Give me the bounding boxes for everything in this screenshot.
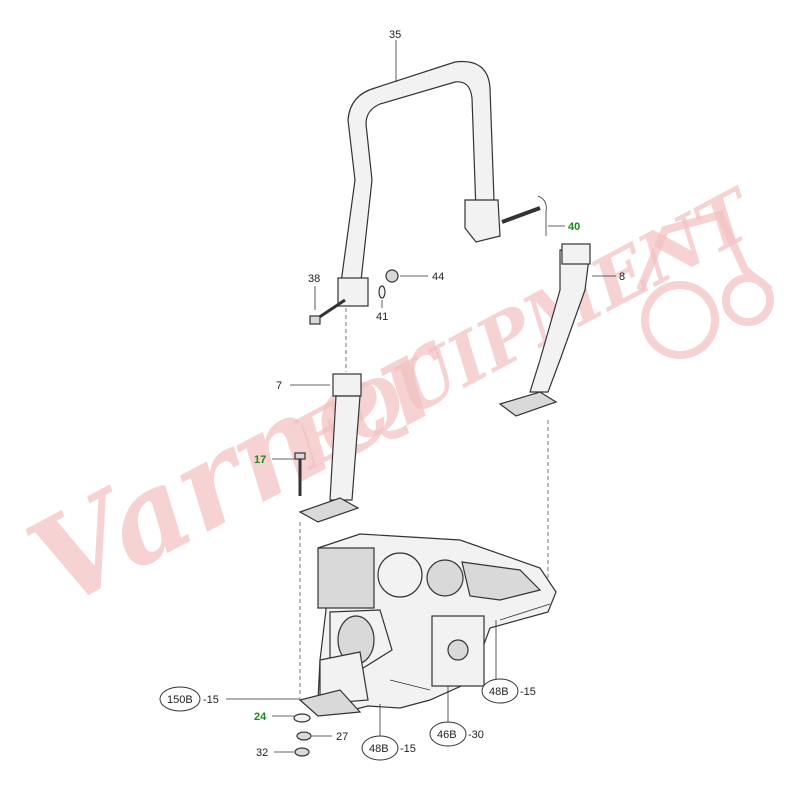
nut-44 <box>385 269 399 283</box>
nut-32 <box>294 747 310 757</box>
bolt-38 <box>309 298 346 325</box>
callout-40: 40 <box>568 221 580 233</box>
tractor-icon <box>636 210 774 359</box>
callout-38: 38 <box>308 273 320 285</box>
right-post <box>498 243 591 417</box>
hoop-left-foot <box>337 277 369 307</box>
washer-41 <box>378 285 386 299</box>
housing-flange <box>317 547 375 609</box>
ref-150b-suffix: -15 <box>203 694 219 706</box>
callout-35: 35 <box>389 29 401 41</box>
callout-17: 17 <box>254 454 266 466</box>
ref-48b-right-circle: 48B <box>489 686 509 698</box>
callout-7: 7 <box>276 380 282 392</box>
ref-48b-15-bottom: 48B -15 <box>361 704 416 761</box>
ref-46b-30: 46B -30 <box>429 686 484 747</box>
callout-44: 44 <box>432 271 444 283</box>
hoop-right-foot <box>464 199 501 243</box>
callout-8: 8 <box>619 271 625 283</box>
ref-150b-15: 150B -15 <box>159 686 300 712</box>
transmission-housing <box>298 533 557 717</box>
ref-46b-circle: 46B <box>437 729 457 741</box>
left-post <box>298 373 362 523</box>
ref-48b-15-right: 48B -15 <box>481 620 536 704</box>
callout-24: 24 <box>254 711 267 723</box>
ref-48b-bottom-suffix: -15 <box>400 743 416 755</box>
ref-46b-suffix: -30 <box>468 729 484 741</box>
callout-27: 27 <box>336 731 348 743</box>
ref-48b-right-suffix: -15 <box>520 686 536 698</box>
ref-150b-circle: 150B <box>167 694 193 706</box>
rops-hoop <box>337 60 501 307</box>
nut-27 <box>296 731 312 741</box>
callout-32: 32 <box>256 747 268 759</box>
ref-48b-bottom-circle: 48B <box>369 743 389 755</box>
bolt-17 <box>294 452 306 496</box>
washer-24 <box>293 713 311 723</box>
lock-pin <box>501 195 547 236</box>
callout-41: 41 <box>376 311 388 323</box>
